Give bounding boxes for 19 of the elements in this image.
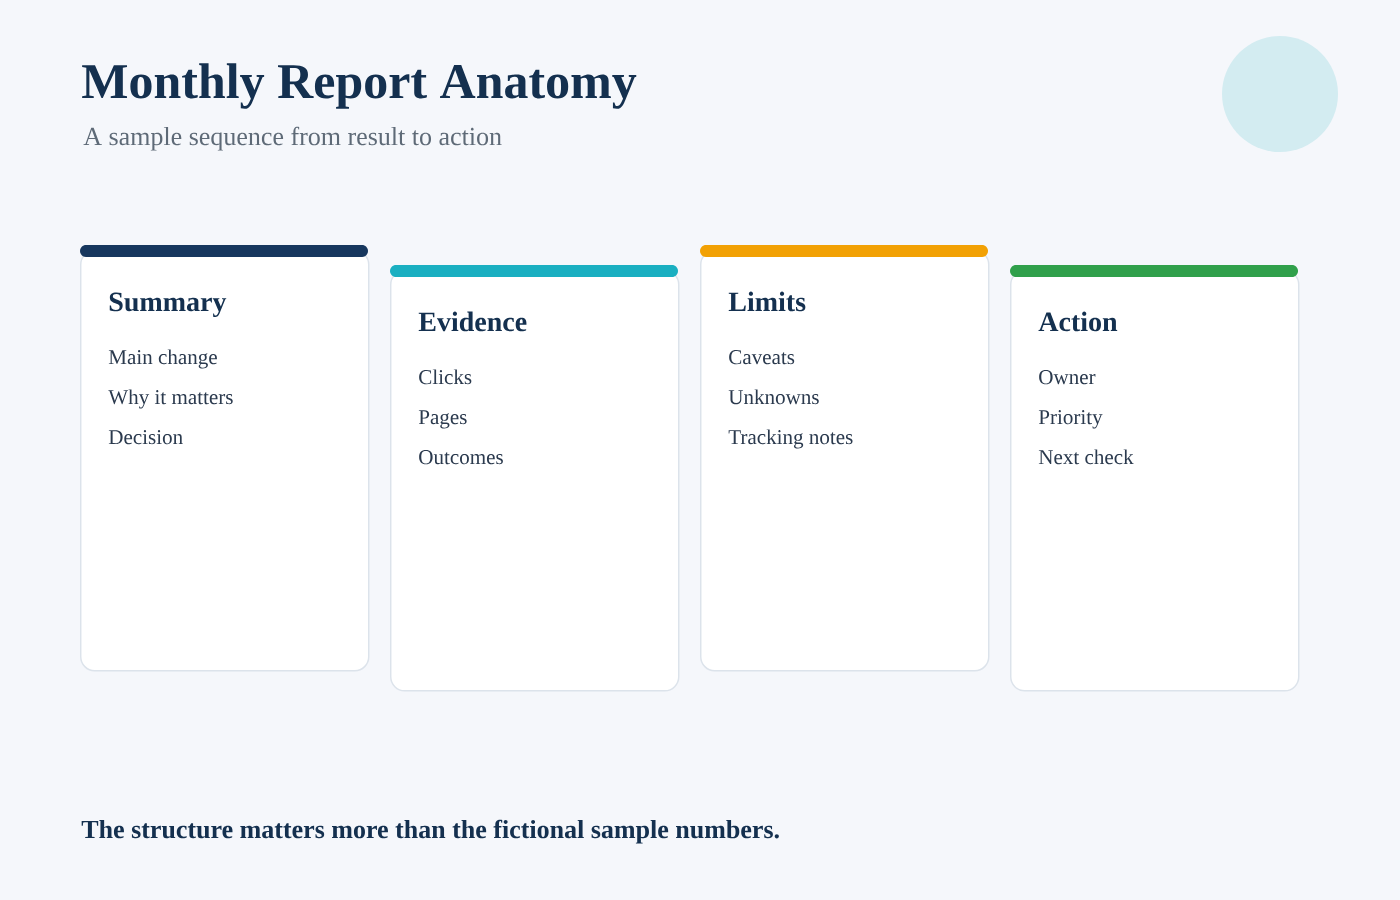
list-item: Decision	[108, 430, 183, 445]
card-heading: Evidence	[418, 311, 527, 332]
list-item: Priority	[1038, 410, 1103, 429]
subtitle: A sample sequence from result to action	[83, 126, 502, 151]
card-heading: Limits	[728, 291, 806, 312]
list-item: Clicks	[419, 369, 472, 385]
list-item: Unknowns	[728, 389, 819, 405]
list-item: Next check	[1038, 449, 1134, 465]
list-item: Owner	[1039, 370, 1096, 385]
title: Monthly Report Anatomy	[82, 63, 637, 109]
list-item: Tracking notes	[728, 429, 853, 449]
list-item: Outcomes	[419, 450, 503, 465]
list-item: Caveats	[729, 350, 795, 365]
list-item: Why it matters	[108, 389, 233, 409]
list-item: Pages	[418, 410, 467, 429]
caption: The structure matters more than the fictional sample numbers.	[81, 819, 779, 844]
card-heading: Action	[1038, 311, 1118, 332]
card-heading: Summary	[109, 292, 227, 318]
list-item: Main change	[108, 349, 217, 369]
